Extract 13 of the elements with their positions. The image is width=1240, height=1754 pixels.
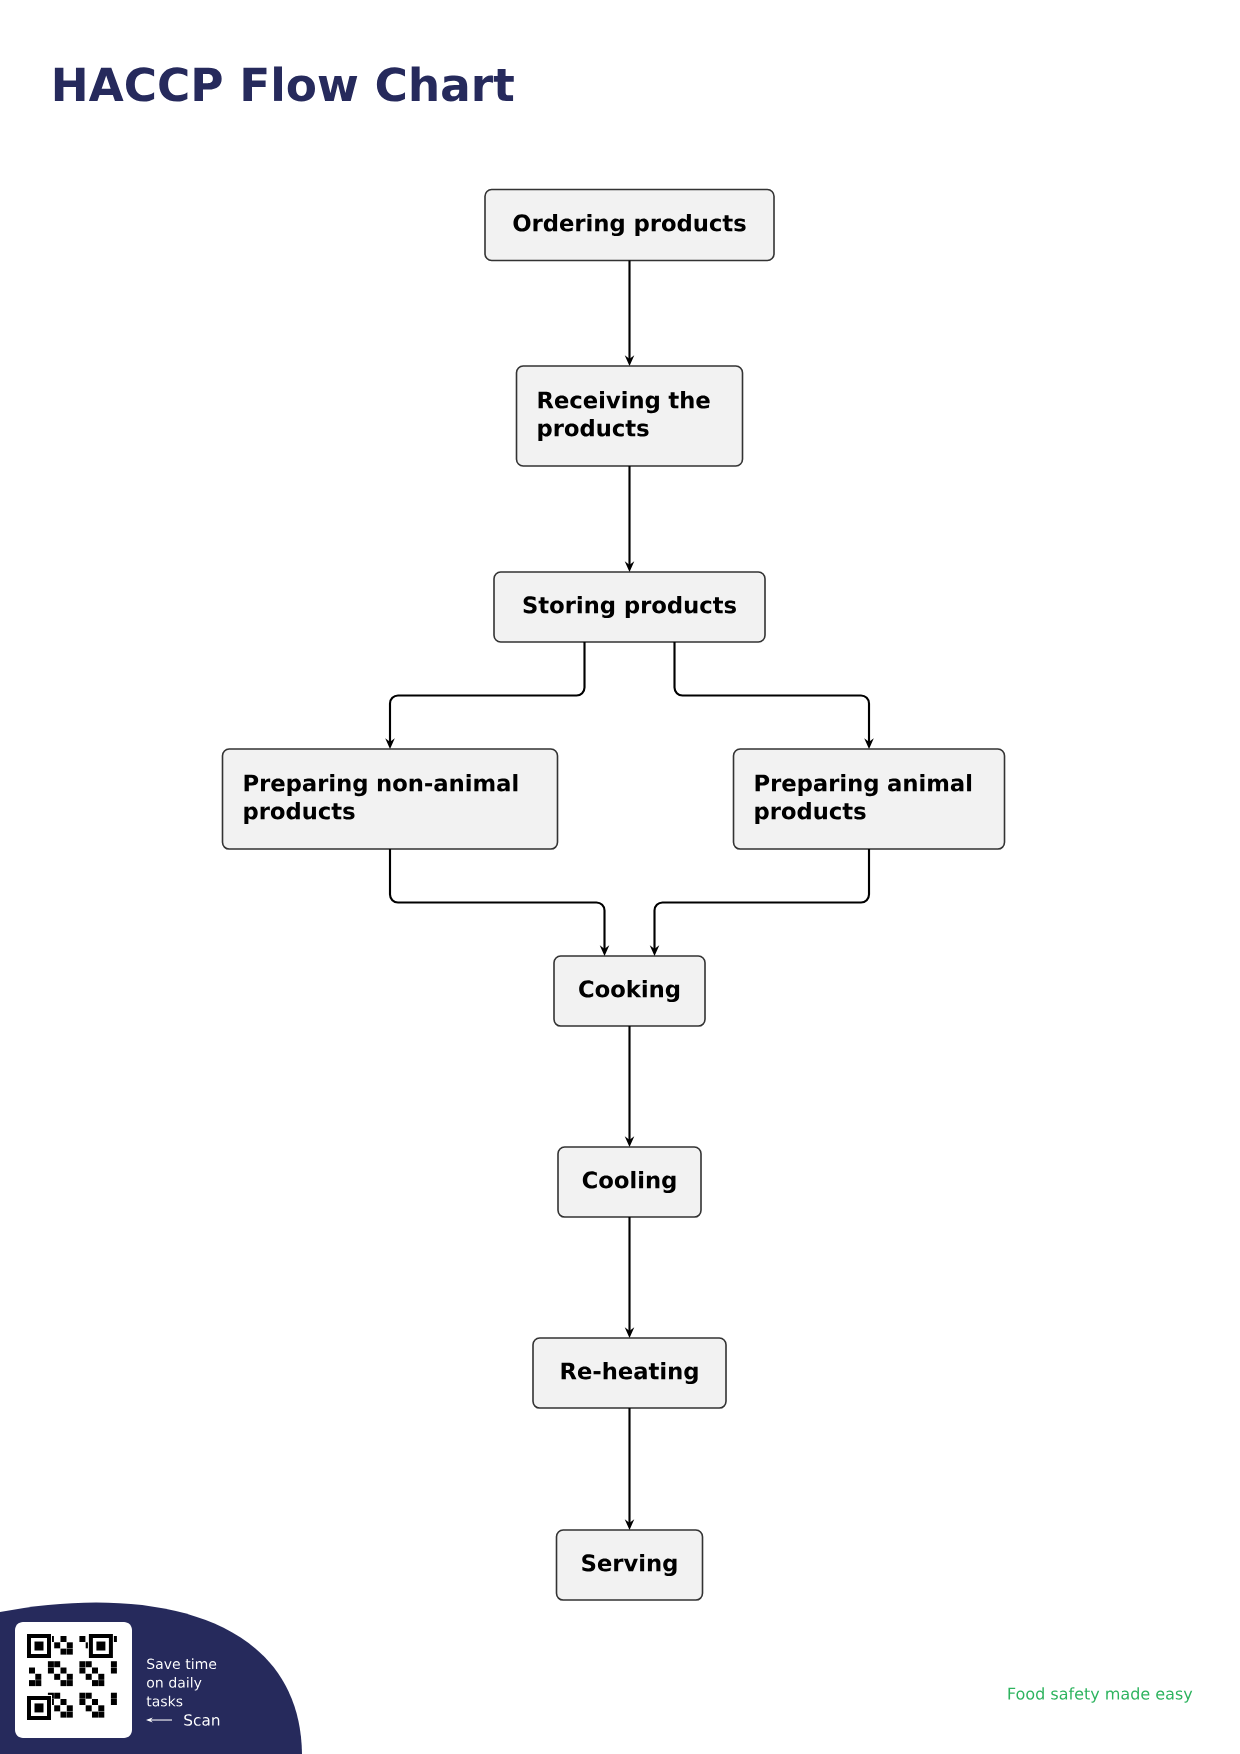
- process-box: Receiving the products: [515, 365, 744, 467]
- process-box: Ordering products: [484, 188, 775, 262]
- process-box: Serving: [555, 1529, 704, 1601]
- process-box: Storing products: [493, 571, 766, 643]
- badge-text: Save time on daily tasks: [146, 1658, 217, 1707]
- title: HACCP Flow Chart: [54, 66, 514, 102]
- tagline: Food safety made easy: [1008, 1687, 1193, 1703]
- badge-text: Scan: [184, 1714, 220, 1726]
- process-box: Preparing non-animal products: [221, 748, 559, 850]
- process-box: Cooling: [557, 1146, 702, 1218]
- process-box: Preparing animal products: [732, 748, 1006, 850]
- process-box: Cooking: [553, 955, 706, 1027]
- process-box: Re-heating: [532, 1337, 727, 1409]
